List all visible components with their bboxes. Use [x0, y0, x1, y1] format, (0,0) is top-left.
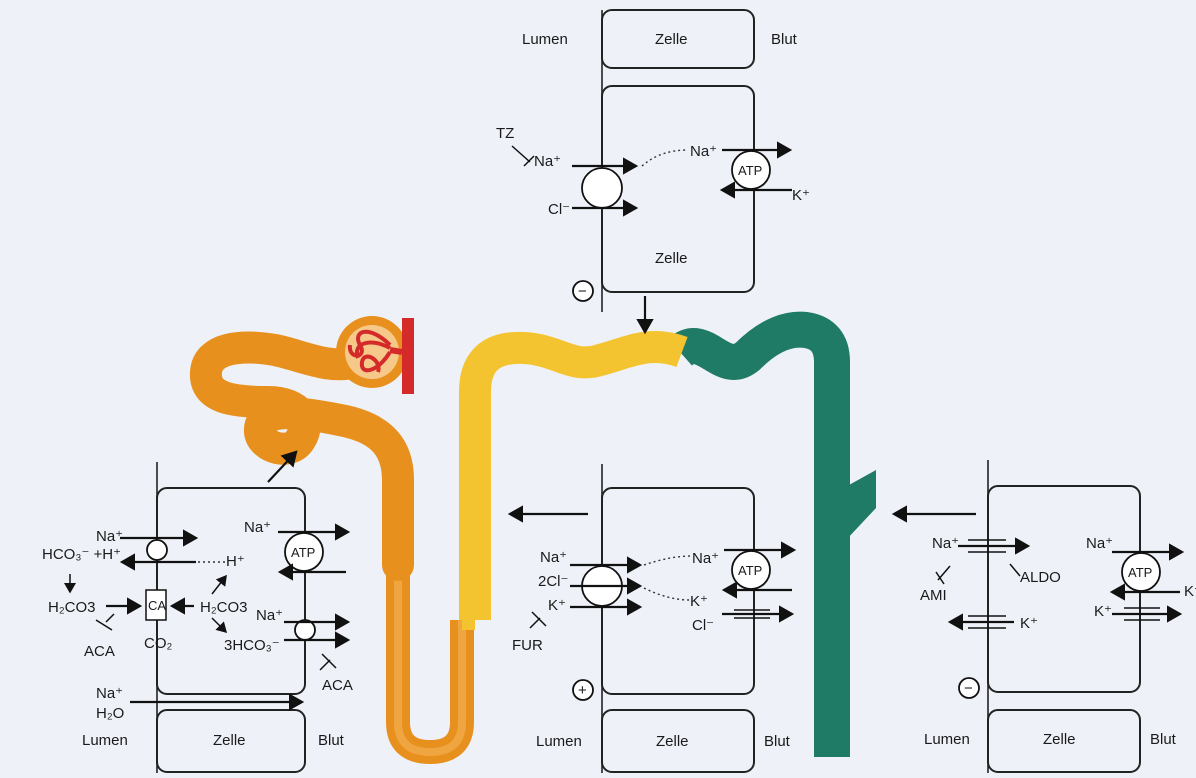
atp-label: ATP: [738, 163, 762, 178]
glomerular-capillary: [402, 318, 414, 394]
na-label: Na⁺: [256, 607, 283, 624]
na-label: Na⁺: [690, 143, 717, 160]
panel-collecting-duct: Lumen Zelle Blut Na⁺ AMI ALDO K⁺ Na⁺ ATP…: [894, 460, 1196, 773]
zelle-label: Zelle: [656, 733, 689, 750]
h2co3-left-label: H₂CO3: [48, 599, 96, 616]
lumen-label: Lumen: [536, 733, 582, 750]
zelle-label: Zelle: [1043, 731, 1076, 748]
k-label: K⁺: [792, 187, 810, 204]
minus-sign: −: [578, 283, 587, 300]
cl-label: Cl⁻: [548, 201, 570, 218]
plus-sign: +: [578, 682, 587, 699]
lumen-label: Lumen: [924, 731, 970, 748]
h2o-label: H₂O: [96, 705, 124, 722]
minus-sign: −: [964, 680, 973, 697]
h-label: H⁺: [226, 553, 245, 570]
atp-label: ATP: [291, 545, 315, 560]
na-h-exchanger: [147, 540, 167, 560]
na-label: Na⁺: [692, 550, 719, 567]
ca-label: CA: [148, 598, 166, 613]
lumen-label: Lumen: [82, 732, 128, 749]
aldo-label: ALDO: [1020, 569, 1061, 586]
co2-label: CO₂: [144, 635, 173, 652]
blut-label: Blut: [771, 31, 798, 48]
na-label: Na⁺: [534, 153, 561, 170]
h2co3-right-label: H₂CO3: [200, 599, 248, 616]
k-label: K⁺: [690, 593, 708, 610]
na-label: Na⁺: [540, 549, 567, 566]
aca-label: ACA: [322, 677, 353, 694]
loop-of-henle: [398, 560, 462, 752]
blut-label: Blut: [318, 732, 345, 749]
two-cl-label: 2Cl⁻: [538, 573, 568, 590]
na-label: Na⁺: [96, 685, 123, 702]
atp-label: ATP: [1128, 565, 1152, 580]
panel-proximal-tubule: Lumen Zelle Blut Na⁺ HCO₃⁻ +H⁺ H⁺ H₂CO3 …: [42, 452, 353, 773]
tz-label: TZ: [496, 125, 514, 142]
panel-thick-ascending-limb: Lumen Zelle Blut Na⁺ 2Cl⁻ K⁺ FUR Na⁺ K⁺ …: [510, 464, 794, 773]
atp-label: ATP: [738, 563, 762, 578]
k-label: K⁺: [1184, 583, 1196, 600]
k-label: K⁺: [548, 597, 566, 614]
zelle-label: Zelle: [655, 31, 688, 48]
zelle-label: Zelle: [655, 250, 688, 267]
k-label: K⁺: [1094, 603, 1112, 620]
na-label: Na⁺: [1086, 535, 1113, 552]
three-hco3-label: 3HCO₃⁻: [224, 637, 280, 654]
na-label: Na⁺: [244, 519, 271, 536]
na-label: Na⁺: [932, 535, 959, 552]
na-label: Na⁺: [96, 528, 123, 545]
aca-label: ACA: [84, 643, 115, 660]
zelle-label: Zelle: [213, 732, 246, 749]
panel-distal-convoluted: Lumen Blut Zelle Zelle TZ Na⁺ Cl⁻ Na⁺ AT…: [496, 10, 810, 332]
hco3-h-label: HCO₃⁻ +H⁺: [42, 546, 121, 563]
cl-label: Cl⁻: [692, 617, 714, 634]
nacl-cotransporter: [582, 168, 622, 208]
blut-label: Blut: [764, 733, 791, 750]
ami-label: AMI: [920, 587, 947, 604]
k-label: K⁺: [1020, 615, 1038, 632]
fur-label: FUR: [512, 637, 543, 654]
lumen-label: Lumen: [522, 31, 568, 48]
blut-label: Blut: [1150, 731, 1177, 748]
collecting-duct: [680, 330, 832, 757]
distal-tubule: [475, 347, 682, 620]
